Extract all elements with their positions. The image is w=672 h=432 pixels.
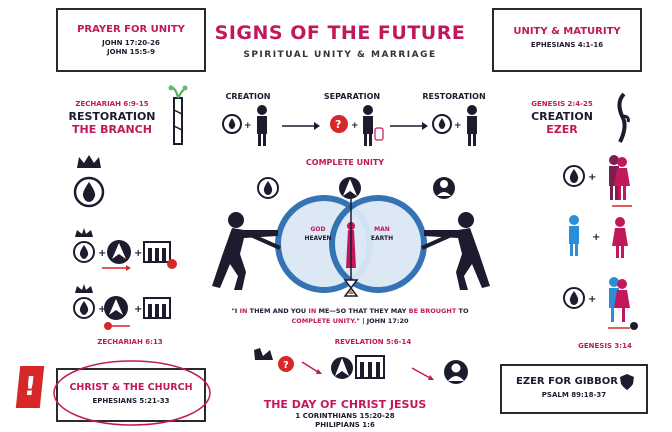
page-title: SIGNS OF THE FUTURE [214, 22, 466, 44]
svg-text:+: + [351, 121, 359, 131]
genesis-ref: GENESIS 2:4-25 [531, 100, 593, 108]
zechariah-ref-2: ZECHARIAH 6:13 [97, 338, 163, 346]
svg-text:+: + [588, 294, 596, 305]
unity-row-1: + + [73, 228, 177, 271]
couple-icons: + + + [563, 155, 638, 330]
complete-unity-label: COMPLETE UNITY [305, 158, 385, 167]
svg-text:+: + [454, 121, 462, 131]
shield-icon [620, 374, 634, 390]
revelation-diagram: ? [254, 348, 468, 384]
svg-text:+: + [244, 121, 252, 131]
day-of-christ-title: THE DAY OF CHRIST JESUS [263, 398, 427, 411]
quote-highlight: COMPLETE UNITY. [291, 317, 357, 325]
flow-separation-label: SEPARATION [323, 92, 381, 101]
quote-highlight: BE BROUGHT [408, 307, 457, 315]
quote-part: ME—SO THAT THEY MAY [316, 307, 409, 315]
restoration-label: RESTORATION [68, 110, 156, 123]
quote-part: TO [456, 307, 469, 315]
zechariah-ref: ZECHARIAH 6:9-15 [75, 100, 149, 108]
unity-circles-diagram [212, 177, 490, 297]
svg-text:+: + [134, 304, 142, 315]
rib-hand-icon [617, 92, 630, 143]
revelation-ref: REVELATION 5:6-14 [334, 338, 412, 346]
creation-right-label: CREATION [531, 110, 593, 123]
svg-text:+: + [134, 248, 142, 259]
exclamation-icon: ! [15, 366, 45, 408]
ezer-box-ref1: PSALM 89:18-37 [541, 391, 607, 399]
christ-church-box: CHRIST & THE CHURCH EPHESIANS 5:21-33 [56, 368, 206, 422]
maturity-box-ref1: EPHESIANS 4:1-16 [530, 41, 604, 49]
corinthians-ref: 1 CORINTHIANS 15:20-28 [295, 412, 395, 420]
unity-row-2: + + [73, 284, 171, 330]
quote-highlight: IN [239, 307, 248, 315]
circle-highlight [53, 360, 211, 426]
page-subtitle: SPIRITUAL UNITY & MARRIAGE [243, 50, 437, 60]
crown-icon [77, 155, 101, 168]
church-box-ref1: EPHESIANS 5:21-33 [92, 397, 170, 405]
heaven-label: HEAVEN [304, 235, 332, 242]
flow-diagram: + ? + + [222, 105, 477, 146]
quote-highlight: IN [308, 307, 317, 315]
genesis-ref-2: GENESIS 3:14 [578, 342, 632, 350]
svg-text:?: ? [283, 360, 289, 371]
philippians-ref: PHILIPIANS 1:6 [315, 421, 375, 429]
quote-part: " | JOHN 17:20 [356, 317, 409, 325]
svg-text:+: + [588, 172, 596, 183]
prayer-box-ref1: JOHN 17:20-26 [102, 39, 160, 47]
svg-text:+: + [592, 232, 600, 243]
unity-maturity-box: UNITY & MATURITY EPHESIANS 4:1-16 [492, 8, 642, 72]
quote-part: THEM AND YOU [247, 307, 309, 315]
god-label: GOD [310, 226, 326, 233]
branch-icon [168, 85, 188, 145]
svg-text:?: ? [335, 118, 341, 131]
ezer-for-gibbor-box: EZER FOR GIBBOR PSALM 89:18-37 [500, 364, 648, 414]
ezer-box-title: EZER FOR GIBBOR [516, 376, 618, 387]
drop-circle-icon [73, 176, 105, 208]
svg-text:+: + [98, 248, 106, 259]
prayer-for-unity-box: PRAYER FOR UNITY JOHN 17:20-26 JOHN 15:5… [56, 8, 206, 72]
prayer-box-ref2: JOHN 15:5-9 [107, 48, 155, 56]
maturity-box-title: UNITY & MATURITY [513, 26, 621, 37]
john-quote: "I IN THEM AND YOU IN ME—SO THAT THEY MA… [200, 306, 500, 326]
prayer-box-title: PRAYER FOR UNITY [77, 24, 185, 35]
quote-part: "I [231, 307, 240, 315]
church-box-title: CHRIST & THE CHURCH [69, 382, 193, 393]
svg-text:+: + [98, 304, 106, 315]
the-branch-label: THE BRANCH [72, 123, 152, 136]
ezer-label: EZER [546, 123, 578, 136]
earth-label: EARTH [370, 235, 394, 242]
flow-creation-label: CREATION [225, 92, 271, 101]
flow-restoration-label: RESTORATION [422, 92, 486, 101]
man-label: MAN [374, 226, 390, 233]
